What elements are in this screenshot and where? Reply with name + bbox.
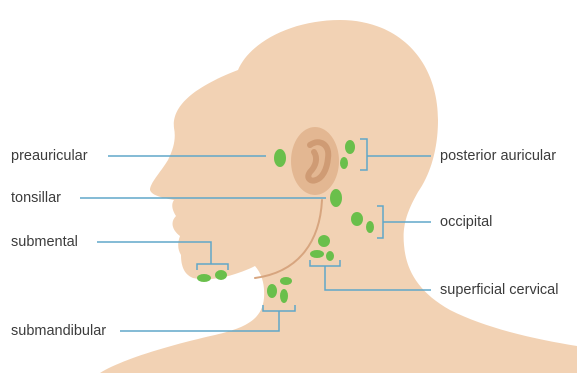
label-superficial-cervical: superficial cervical [440,283,558,298]
label-preauricular: preauricular [11,149,88,164]
label-occipital: occipital [440,215,492,230]
node-submental-1 [197,274,211,282]
node-tonsillar [330,189,342,207]
node-cervical-3 [326,251,334,261]
node-cervical-1 [318,235,330,247]
node-submandibular-1 [267,284,277,298]
node-posterior-auricular-1 [345,140,355,154]
label-tonsillar: tonsillar [11,191,61,206]
node-submental-2 [215,270,227,280]
node-cervical-2 [310,250,324,258]
label-posterior-auricular: posterior auricular [440,149,556,164]
label-submental: submental [11,235,78,250]
node-occipital-2 [366,221,374,233]
node-posterior-auricular-2 [340,157,348,169]
node-preauricular [274,149,286,167]
node-submandibular-2 [280,277,292,285]
node-occipital-1 [351,212,363,226]
node-submandibular-3 [280,289,288,303]
label-submandibular: submandibular [11,324,106,339]
